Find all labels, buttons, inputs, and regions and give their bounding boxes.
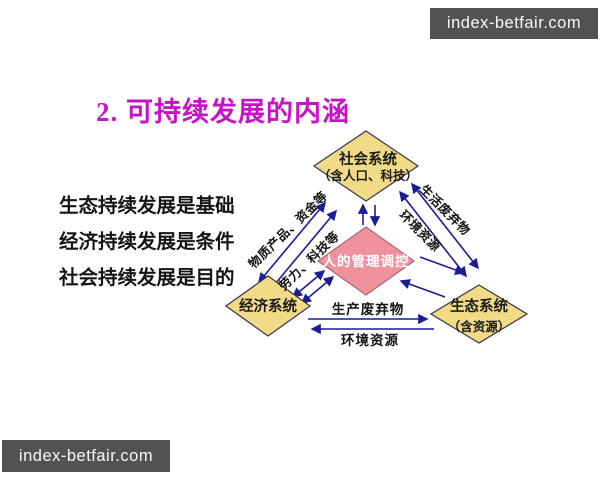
node-ecology-subtitle: （含资源） xyxy=(448,319,511,334)
node-ecology-system: 生态系统 （含资源） xyxy=(429,284,529,344)
node-economy-system: 经济系统 xyxy=(224,275,312,337)
node-ecology-title: 生态系统 xyxy=(450,297,508,315)
watermark-bottom-left: index-betfair.com xyxy=(2,440,170,472)
page-title: 2. 可持续发展的内涵 xyxy=(96,97,350,127)
arrows-economy-social xyxy=(257,201,338,292)
note-line-social: 社会持续发展是目的 xyxy=(59,268,235,289)
notes-block: 生态持续发展是基础 经济持续发展是条件 社会持续发展是目的 xyxy=(59,189,235,297)
note-line-ecology: 生态持续发展是基础 xyxy=(59,196,235,217)
arrows-social-management xyxy=(357,203,381,227)
arrows-social-ecology xyxy=(399,182,479,278)
node-management-center: 人的管理调控 xyxy=(316,226,416,296)
arrows-management-economy xyxy=(291,269,335,305)
node-economy-title: 经济系统 xyxy=(239,297,297,315)
node-social-system: 社会系统 （含人口、科技） xyxy=(312,130,420,202)
arrows-management-ecology xyxy=(399,256,466,298)
watermark-text: index-betfair.com xyxy=(446,14,582,32)
arrows-economy-ecology xyxy=(308,313,434,335)
note-line-economy: 经济持续发展是条件 xyxy=(59,232,235,253)
node-social-subtitle: （含人口、科技） xyxy=(318,168,418,183)
watermark-text: index-betfair.com xyxy=(18,446,154,465)
node-management-title: 人的管理调控 xyxy=(323,253,410,269)
node-social-title: 社会系统 xyxy=(338,150,397,168)
flow-label-production-waste: 生产废弃物 xyxy=(332,301,405,317)
flow-label-env-resources-bottom: 环境资源 xyxy=(341,332,399,348)
watermark-top-right: index-betfair.com xyxy=(430,8,598,39)
